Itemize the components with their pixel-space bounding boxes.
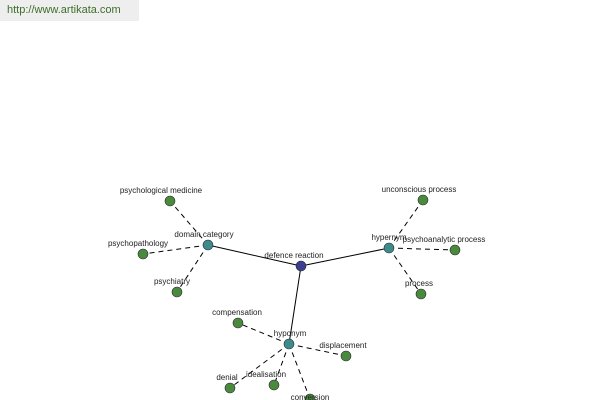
relation-label-hypernym[interactable]: hypernym — [371, 233, 406, 242]
center-node-defence-reaction[interactable] — [295, 260, 307, 272]
relation-label-domain-category[interactable]: domain category — [174, 230, 233, 239]
relation-node-hypernym[interactable] — [383, 242, 395, 254]
term-label-psychological-medicine[interactable]: psychological medicine — [120, 186, 203, 195]
term-label-unconscious-process[interactable]: unconscious process — [382, 185, 457, 194]
edge-hypernym-process — [388, 247, 422, 295]
term-label-psychiatry[interactable]: psychiatry — [154, 277, 190, 286]
term-label-compensation[interactable]: compensation — [212, 308, 262, 317]
edge-domain-category-psychological-medicine — [169, 200, 209, 246]
edge-hyponym-compensation — [237, 322, 290, 345]
edge-hyponym-conversion — [288, 343, 311, 400]
term-node-displacement[interactable] — [340, 350, 352, 362]
term-node-unconscious-process[interactable] — [417, 194, 429, 206]
term-node-compensation[interactable] — [232, 317, 244, 329]
term-label-process[interactable]: process — [405, 279, 433, 288]
edge-defence-reaction-hypernym — [300, 247, 390, 267]
relation-label-hyponym[interactable]: hyponym — [274, 329, 307, 338]
edge-defence-reaction-hyponym — [288, 265, 302, 345]
edge-hypernym-psychoanalytic-process — [388, 247, 456, 251]
term-node-denial[interactable] — [224, 382, 236, 394]
term-node-psychopathology[interactable] — [137, 248, 149, 260]
edge-hypernym-unconscious-process — [388, 199, 424, 249]
term-label-displacement[interactable]: displacement — [319, 341, 367, 350]
term-node-psychoanalytic-process[interactable] — [449, 244, 461, 256]
term-label-psychoanalytic-process[interactable]: psychoanalytic process — [403, 235, 486, 244]
term-label-idealisation[interactable]: idealisation — [246, 370, 286, 379]
term-node-process[interactable] — [415, 288, 427, 300]
site-url-link[interactable]: http://www.artikata.com — [7, 4, 121, 16]
term-node-conversion[interactable] — [304, 393, 316, 400]
center-label-defence-reaction[interactable]: defence reaction — [264, 251, 323, 260]
edge-hyponym-idealisation — [273, 343, 290, 386]
relation-node-hyponym[interactable] — [283, 338, 295, 350]
term-label-psychopathology[interactable]: psychopathology — [108, 239, 168, 248]
edge-domain-category-psychopathology — [142, 244, 209, 255]
term-label-conversion[interactable]: conversion — [291, 393, 330, 400]
graph-nodes — [137, 194, 461, 400]
site-url-bar: http://www.artikata.com — [0, 0, 139, 21]
edge-defence-reaction-domain-category — [207, 244, 302, 267]
edge-hyponym-displacement — [288, 343, 347, 357]
term-node-psychological-medicine[interactable] — [164, 195, 176, 207]
term-node-psychiatry[interactable] — [171, 286, 183, 298]
relation-node-domain-category[interactable] — [202, 239, 214, 251]
edge-hyponym-denial — [229, 343, 290, 389]
edge-domain-category-psychiatry — [176, 244, 209, 293]
term-label-denial[interactable]: denial — [216, 373, 238, 382]
graph-labels: psychological medicine psychopathology psy… — [108, 185, 485, 400]
graph-edges — [142, 199, 456, 400]
term-node-idealisation[interactable] — [268, 379, 280, 391]
